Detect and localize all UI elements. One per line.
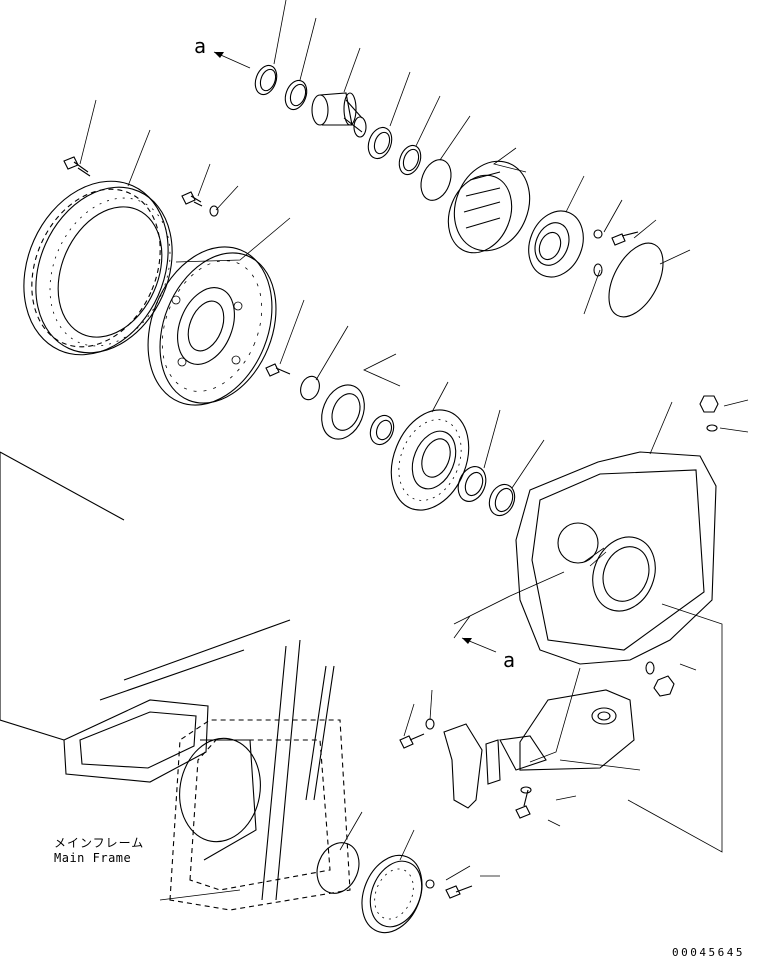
washer-middle [300, 375, 320, 401]
seal-ring-3 [488, 483, 516, 517]
reference-arrow-bottom [461, 637, 497, 653]
mounting-bracket [499, 689, 635, 771]
bearing-4 [369, 414, 395, 446]
bolt-middle [265, 363, 291, 377]
o-ring-2 [608, 242, 664, 318]
seal-ring-1 [254, 64, 278, 96]
ring-gear [23, 180, 173, 356]
hub-carrier [147, 246, 277, 406]
o-ring-frame [316, 842, 360, 894]
seal-ring-2 [284, 79, 308, 111]
bolt-cover [593, 229, 639, 277]
leader-lines [79, 0, 749, 901]
bolt-hub [181, 191, 219, 217]
main-frame-label-jp: メインフレーム [54, 836, 145, 850]
bolt-ring-gear [63, 156, 91, 177]
o-ring-1 [420, 159, 452, 201]
drawing-number: 00045645 [672, 946, 745, 959]
bolt-bracket-bottom [515, 786, 532, 819]
reference-mark-bottom: a [503, 648, 516, 672]
end-cover [361, 854, 423, 934]
bracket-plate [443, 723, 501, 809]
bearing-2 [398, 144, 422, 176]
housing-cover [528, 210, 584, 278]
shaft [311, 92, 367, 138]
bolt-end-cover [425, 879, 473, 899]
case-bolt-top [699, 395, 719, 432]
main-frame-label-en: Main Frame [54, 851, 132, 865]
bearing-3 [321, 384, 365, 440]
bearing-5 [457, 466, 487, 502]
case-bolt-side [645, 661, 675, 697]
reference-mark-top: a [194, 34, 207, 58]
reference-arrow-top [213, 51, 251, 69]
bolt-bracket-left [399, 718, 435, 749]
bearing-1 [367, 126, 393, 160]
planet-carrier-cage [447, 160, 531, 254]
final-drive-case [515, 451, 717, 665]
planet-gear-hub [390, 409, 470, 511]
main-frame-outline [0, 451, 351, 911]
